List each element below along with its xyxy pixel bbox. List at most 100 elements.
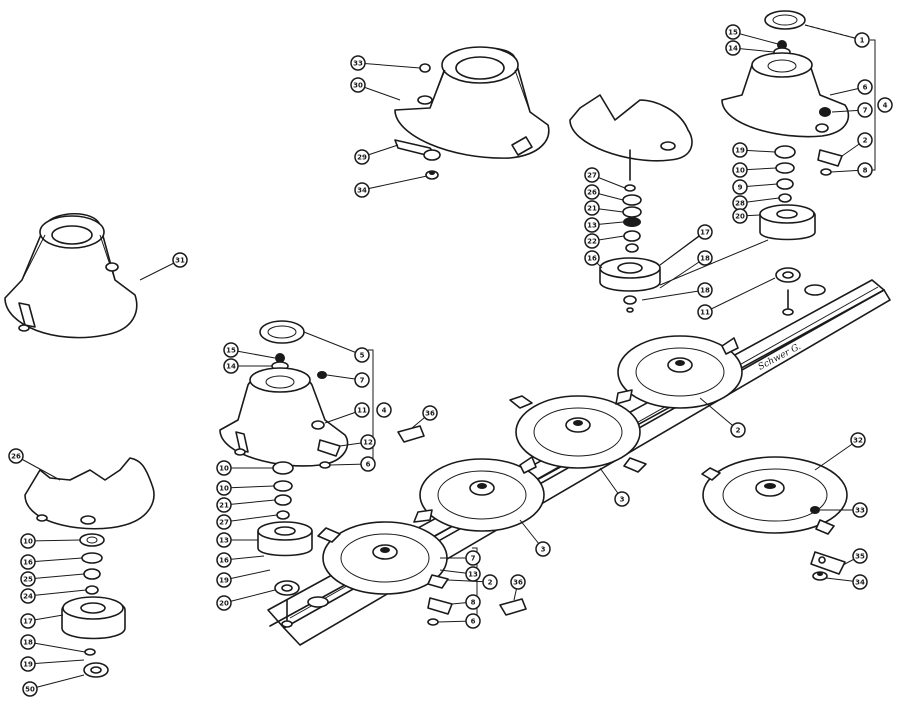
callout-c-33b: 33 [852,502,868,518]
callout-circle [360,456,376,472]
separate-disc-32 [701,456,848,535]
callout-c-bl-24: 24 [20,588,36,604]
callout-label: 7 [471,555,476,563]
callout-c-top-4: 4 [877,97,893,113]
callout-label: 19 [23,661,33,669]
callout-label: 26 [11,453,21,461]
callout-c-mid-19: 19 [216,572,232,588]
callout-label: 34 [855,579,865,587]
housing-30 [394,46,550,159]
callout-c-29: 29 [354,149,370,165]
leader-line-c-bl-50 [29,674,85,690]
callout-c-mid-27: 27 [216,514,232,530]
callout-label: 15 [728,29,738,37]
callout-circle [465,613,481,629]
callout-c-top-9: 9 [732,179,748,195]
callout-circle [422,405,438,421]
callout-circle [697,224,713,240]
callout-circle [857,162,873,178]
callout-c-13: 13 [584,217,600,233]
callout-c-mid-15: 15 [223,342,239,358]
callout-label: 7 [863,107,868,115]
callout-label: 2 [863,137,868,145]
callout-label: 4 [382,407,387,415]
callout-circle [223,342,239,358]
callout-label: 14 [728,45,738,53]
callout-circle [510,574,526,590]
callout-label: 10 [23,538,33,546]
callout-circle [354,402,370,418]
knife-8-bottom [427,597,453,626]
callout-label: 19 [735,147,745,155]
callout-c-top-28: 28 [732,195,748,211]
callout-c-31: 31 [172,252,188,268]
callout-circle [354,372,370,388]
callout-c-20a: 20 [732,208,748,224]
callout-circle [20,634,36,650]
callout-c-d-3a: 3 [614,491,630,507]
callout-label: 6 [471,618,476,626]
housing-top-right [721,10,850,138]
callout-label: 17 [23,618,33,626]
callout-c-mid-14: 14 [223,358,239,374]
callout-c-top-1: 1 [854,32,870,48]
callout-circle [216,572,232,588]
callout-circle [584,217,600,233]
leader-line-c-mid-21 [223,499,276,506]
leader-line-c-bl-18 [27,641,86,653]
callout-label: 25 [23,576,33,584]
callout-circle [216,552,232,568]
callout-c-top-10: 10 [732,162,748,178]
leader-line-c-mid-19 [223,569,271,581]
cutting-disc-1 [317,521,449,595]
callout-c-top-14: 14 [725,40,741,56]
callout-c-32: 32 [850,432,866,448]
knife-35 [810,551,846,575]
callout-c-30: 30 [350,77,366,93]
callout-label: 18 [700,287,710,295]
callout-circle [22,681,38,697]
callout-circle [20,656,36,672]
bolt-34a [425,170,439,180]
knife-36-bottom [499,598,527,616]
knife-top-right [817,149,843,176]
skid-bottom-left [24,457,155,530]
leader-line-c-34a [361,175,428,191]
leader-line-c-bl-24 [27,589,87,597]
callout-c-top-2: 2 [857,132,873,148]
callout-circle [172,252,188,268]
callout-label: 26 [587,189,597,197]
leader-line-c-32 [814,439,859,471]
callout-circle [852,548,868,564]
callout-c-d-7: 7 [465,550,481,566]
callout-circle [852,502,868,518]
callout-c-d-3b: 3 [535,541,551,557]
callout-label: 32 [853,437,863,445]
callout-circle [465,550,481,566]
callout-c-bl-18: 18 [20,634,36,650]
callout-label: 28 [735,200,745,208]
leader-line-c-mid-20 [223,589,276,604]
callout-c-18: 18 [697,250,713,266]
callout-label: 6 [863,84,868,92]
callout-circle [732,179,748,195]
callout-label: 36 [425,410,435,418]
leader-line-c-17 [659,231,706,266]
callout-c-top-8: 8 [857,162,873,178]
leader-line-c-bl-19 [27,659,85,665]
callout-label: 10 [219,485,229,493]
callout-circle [216,497,232,513]
callout-label: 13 [219,537,229,545]
callout-group: 1151467428191092833302934272621132216171… [8,24,893,697]
callout-circle [8,448,24,464]
callout-label: 27 [587,172,597,180]
callout-c-18b: 18 [697,282,713,298]
cutting-disc-2 [413,456,545,532]
callout-label: 16 [219,557,229,565]
bolt-34b [812,571,828,581]
callout-circle [482,574,498,590]
bearing-stack-right [759,145,816,316]
callout-c-11: 11 [697,304,713,320]
callout-label: 6 [366,461,371,469]
callout-circle [857,132,873,148]
